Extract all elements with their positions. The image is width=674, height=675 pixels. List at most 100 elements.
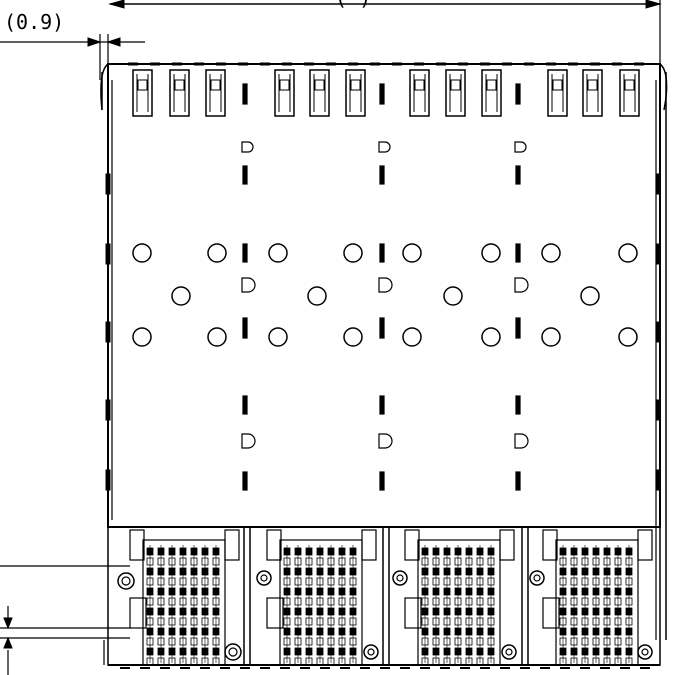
port-key-right — [499, 529, 515, 561]
top-vent-tab — [414, 79, 425, 91]
port-key-left — [129, 529, 145, 561]
cage-body-outline — [107, 63, 661, 528]
vent-hole — [268, 243, 288, 263]
top-vent-tab — [350, 79, 361, 91]
column-slot — [379, 317, 385, 339]
top-vent-slot — [205, 69, 226, 117]
vent-hole — [132, 327, 152, 347]
column-latch-top — [378, 141, 391, 153]
column-slot — [379, 243, 385, 263]
vent-hole — [132, 243, 152, 263]
vent-hole — [268, 327, 288, 347]
top-vent-tab — [210, 79, 221, 91]
column-slot — [379, 471, 385, 491]
left-wall-tab — [105, 321, 111, 343]
vent-hole — [481, 243, 501, 263]
column-slot — [379, 395, 385, 415]
column-slot — [242, 471, 248, 491]
top-vent-tab — [279, 79, 290, 91]
top-vent-slot — [132, 69, 153, 117]
column-slot — [515, 243, 521, 263]
mount-hole-outer — [224, 643, 242, 661]
top-vent-slot — [409, 69, 430, 117]
right-wall-tab — [655, 173, 661, 195]
vent-hole — [541, 327, 561, 347]
mount-hole-outer — [637, 644, 653, 660]
column-slot — [515, 317, 521, 339]
column-latch-mid — [241, 277, 256, 293]
top-vent-slot — [309, 69, 330, 117]
mount-hole-outer — [529, 570, 545, 586]
vent-hole — [443, 286, 463, 306]
port-latch-window — [129, 597, 147, 629]
mount-hole-outer — [363, 644, 379, 660]
arrowhead-up — [3, 636, 13, 649]
column-slot — [242, 243, 248, 263]
port-key-right — [224, 529, 240, 561]
right-wall-tab — [655, 399, 661, 421]
mount-hole-inner — [533, 574, 541, 582]
mount-hole-inner — [396, 574, 404, 582]
top-vent-slot — [445, 69, 466, 117]
top-vent-tab — [587, 79, 598, 91]
right-wall-tab — [655, 321, 661, 343]
column-latch-top — [514, 141, 527, 153]
port-key-left — [266, 529, 282, 561]
arrowhead-down — [3, 617, 13, 630]
top-vent-tab — [486, 79, 497, 91]
top-vent-slot — [169, 69, 190, 117]
left-wall-tab — [105, 173, 111, 195]
mount-hole-outer — [501, 644, 517, 660]
top-vent-tab — [624, 79, 635, 91]
top-vent-slot — [619, 69, 640, 117]
port-latch-window — [542, 597, 560, 629]
column-slot — [379, 165, 385, 185]
top-vent-tab — [552, 79, 563, 91]
left-wall-tab — [105, 399, 111, 421]
mount-hole-inner — [121, 576, 131, 586]
right-wall-tab — [655, 243, 661, 265]
top-short-tab — [515, 83, 521, 105]
top-vent-tab — [314, 79, 325, 91]
top-short-tab — [379, 83, 385, 105]
mount-hole-outer — [392, 570, 408, 586]
column-latch-low — [378, 433, 393, 449]
mount-hole-outer — [256, 570, 272, 586]
top-vent-slot — [547, 69, 568, 117]
vent-hole — [402, 243, 422, 263]
vent-hole — [481, 327, 501, 347]
left-wall-tab — [105, 469, 111, 491]
column-slot — [515, 471, 521, 491]
column-slot — [242, 165, 248, 185]
column-slot — [515, 395, 521, 415]
vent-hole — [307, 286, 327, 306]
mount-hole-inner — [641, 648, 649, 656]
mount-hole-inner — [367, 648, 375, 656]
cage-corner-left — [100, 63, 109, 111]
top-vent-slot — [481, 69, 502, 117]
port-key-left — [404, 529, 420, 561]
vent-hole — [171, 286, 191, 306]
port-key-left — [542, 529, 558, 561]
vent-hole — [580, 286, 600, 306]
right-wall-tab — [655, 469, 661, 491]
vent-hole — [402, 327, 422, 347]
port-key-right — [637, 529, 653, 561]
top-vent-slot — [274, 69, 295, 117]
dimension-label-top-width: ( ) — [335, 0, 371, 8]
column-latch-mid — [514, 277, 529, 293]
port-key-right — [361, 529, 377, 561]
mount-hole-inner — [228, 647, 238, 657]
top-short-tab — [242, 83, 248, 105]
column-slot — [242, 395, 248, 415]
top-vent-slot — [345, 69, 366, 117]
top-vent-tab — [174, 79, 185, 91]
mount-hole-inner — [505, 648, 513, 656]
vent-hole — [343, 243, 363, 263]
top-vent-slot — [582, 69, 603, 117]
arrowhead-right — [645, 0, 662, 9]
vent-hole — [618, 243, 638, 263]
vent-hole — [541, 243, 561, 263]
column-slot — [242, 317, 248, 339]
